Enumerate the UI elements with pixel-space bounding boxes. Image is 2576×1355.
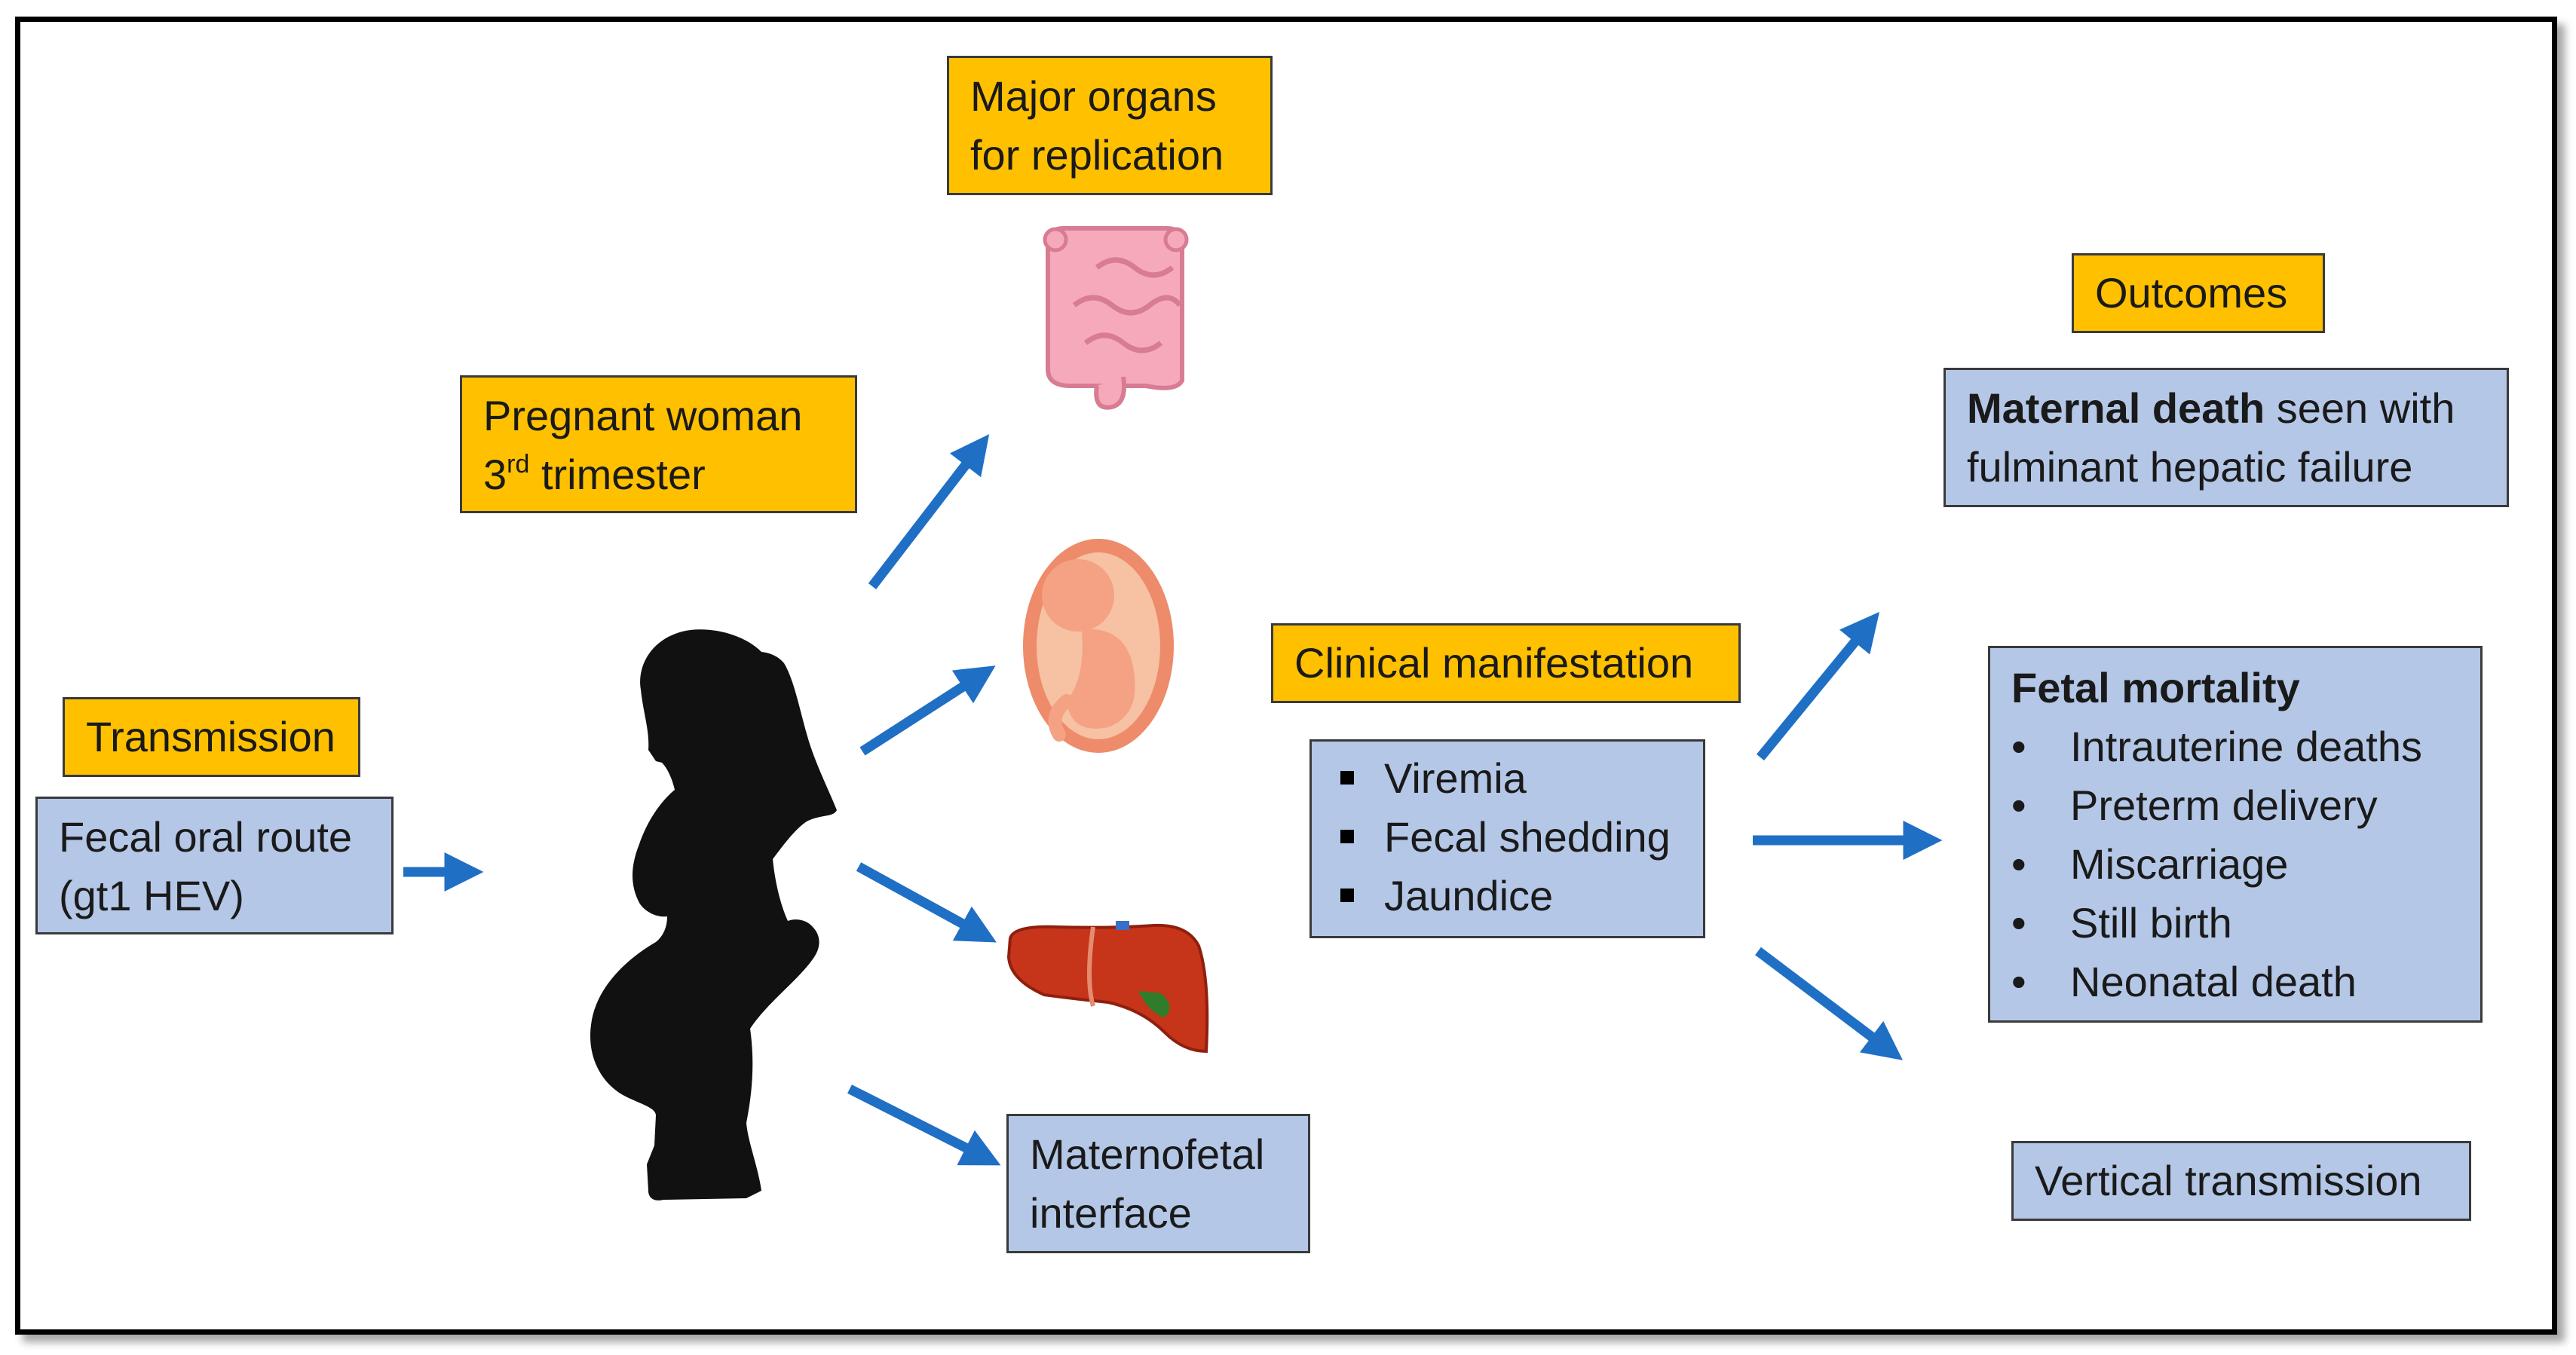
bullet-dot-icon: • (2011, 899, 2026, 947)
maternal-rest: seen with (2265, 384, 2455, 432)
fetal-item: • Preterm delivery (2011, 776, 2459, 835)
route-line-1: Fecal oral route (59, 813, 353, 861)
pregnant-line-2: 3rd trimester (483, 445, 834, 510)
intestine-icon (1043, 226, 1189, 410)
arrow-clinical-to-vertical (1755, 947, 1904, 1060)
trimester-ordinal: rd (507, 450, 530, 479)
arrow-woman-to-interface (847, 1084, 1001, 1166)
maternofetal-line-1: Maternofetal (1030, 1130, 1265, 1178)
fetal-item-text: Intrauterine deaths (2070, 723, 2422, 770)
fetal-item-text: Neonatal death (2070, 958, 2357, 1005)
square-bullet-icon (1340, 889, 1354, 903)
maternofetal-line-2: interface (1030, 1189, 1192, 1237)
bullet-dot-icon: • (2011, 958, 2026, 1005)
liver-icon (1006, 921, 1209, 1054)
bullet-dot-icon: • (2011, 840, 2026, 888)
maternal-line-1: Maternal death seen with (1967, 379, 2486, 438)
transmission-label: Transmission (63, 697, 360, 777)
fetal-item: • Still birth (2011, 894, 2459, 953)
bullet-dot-icon: • (2011, 723, 2026, 770)
arrow-woman-to-fetus (859, 665, 996, 756)
symptom-text: Fecal shedding (1384, 813, 1671, 861)
vertical-transmission-box: Vertical transmission (2011, 1141, 2471, 1221)
fetal-mortality-title: Fetal mortality (2011, 664, 2300, 711)
fetal-item-text: Preterm delivery (2070, 781, 2378, 829)
maternal-death-bold: Maternal death (1967, 384, 2265, 432)
trimester-number: 3 (483, 451, 507, 498)
maternal-death-box: Maternal death seen with fulminant hepat… (1943, 368, 2509, 507)
maternofetal-interface-box: Maternofetal interface (1006, 1114, 1310, 1253)
arrow-woman-to-intestine (868, 434, 990, 589)
fetal-item-text: Still birth (2070, 899, 2232, 947)
route-line-2: (gt1 HEV) (59, 872, 244, 919)
fetal-item-text: Miscarriage (2070, 840, 2289, 888)
pregnant-line-1: Pregnant woman (483, 392, 803, 439)
symptom-text: Jaundice (1384, 872, 1554, 919)
clinical-manifestation-label: Clinical manifestation (1271, 623, 1741, 703)
organs-line-2: for replication (970, 131, 1224, 179)
bullet-dot-icon: • (2011, 781, 2026, 829)
pregnant-woman-silhouette-icon (590, 629, 837, 1201)
fetus-icon (1023, 539, 1174, 753)
symptom-item: Fecal shedding (1334, 808, 1682, 867)
pregnant-woman-label: Pregnant woman 3rd trimester (460, 375, 857, 513)
fetal-item: • Neonatal death (2011, 953, 2459, 1011)
symptom-item: Jaundice (1334, 867, 1682, 925)
maternal-line-2: fulminant hepatic failure (1967, 443, 2413, 491)
trimester-word: trimester (529, 451, 706, 498)
symptom-text: Viremia (1384, 754, 1527, 802)
square-bullet-icon (1340, 830, 1354, 844)
symptom-item: Viremia (1334, 749, 1682, 808)
fetal-item: • Miscarriage (2011, 835, 2459, 894)
arrow-clinical-to-maternal (1756, 611, 1880, 761)
fetal-mortality-box: Fetal mortality • Intrauterine deaths • Pr… (1988, 646, 2483, 1023)
fetal-item: • Intrauterine deaths (2011, 717, 2459, 776)
fecal-oral-route-box: Fecal oral route (gt1 HEV) (35, 797, 394, 934)
square-bullet-icon (1340, 771, 1354, 785)
arrow-woman-to-liver (856, 862, 997, 943)
outcomes-label: Outcomes (2072, 253, 2325, 333)
organs-line-1: Major organs (970, 72, 1217, 120)
major-organs-label: Major organs for replication (947, 56, 1273, 195)
clinical-symptoms-box: Viremia Fecal shedding Jaundice (1309, 739, 1705, 938)
